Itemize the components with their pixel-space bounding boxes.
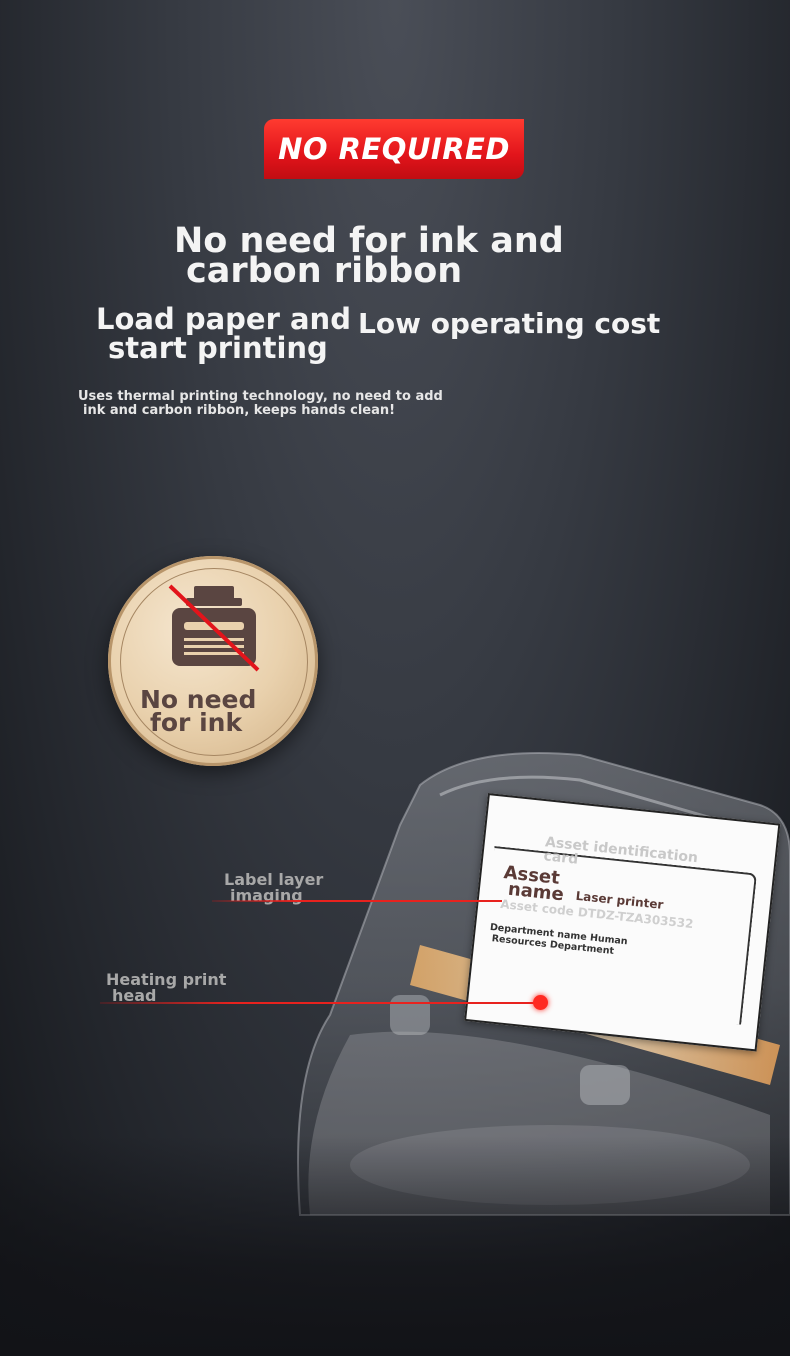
coin-label-line-2: for ink xyxy=(150,708,243,737)
bottom-fade xyxy=(0,1136,790,1356)
no-ink-coin: No need for ink xyxy=(108,556,318,766)
callout-line-heating-head xyxy=(100,1002,540,1004)
description-line-2: ink and carbon ribbon, keeps hands clean… xyxy=(83,403,396,418)
no-required-badge: NO REQUIRED xyxy=(264,119,524,179)
asset-label: Asset identification card Asset name Las… xyxy=(464,793,781,1052)
callout-heating-head-line-2: head xyxy=(112,986,157,1005)
callout-line-label-layer xyxy=(212,900,502,902)
no-ink-bottle-icon xyxy=(168,584,260,672)
description-line-1: Uses thermal printing technology, no nee… xyxy=(78,389,443,404)
feature-load-paper-line-1: Load paper and xyxy=(96,302,351,336)
feature-low-cost: Low operating cost xyxy=(358,307,661,340)
callout-label-layer-line-1: Label layer xyxy=(224,870,324,889)
headline-line-2: carbon ribbon xyxy=(186,251,463,291)
headline: No need for ink and carbon ribbon xyxy=(174,221,614,291)
coin-ring xyxy=(120,568,308,756)
callout-label-layer-line-2: imaging xyxy=(230,886,303,905)
feature-load-paper-line-2: start printing xyxy=(108,331,328,365)
coin-label: No need for ink xyxy=(140,685,300,737)
callout-heating-head-line-1: Heating print xyxy=(106,970,227,989)
headline-line-1: No need for ink and xyxy=(174,221,564,261)
coin-label-line-1: No need xyxy=(140,685,257,714)
callout-heating-head: Heating print head xyxy=(106,972,226,1004)
callout-label-layer: Label layer imaging xyxy=(224,872,323,904)
feature-load-paper: Load paper and start printing xyxy=(96,305,396,363)
description: Uses thermal printing technology, no nee… xyxy=(78,390,518,418)
heating-head-marker xyxy=(533,995,548,1010)
